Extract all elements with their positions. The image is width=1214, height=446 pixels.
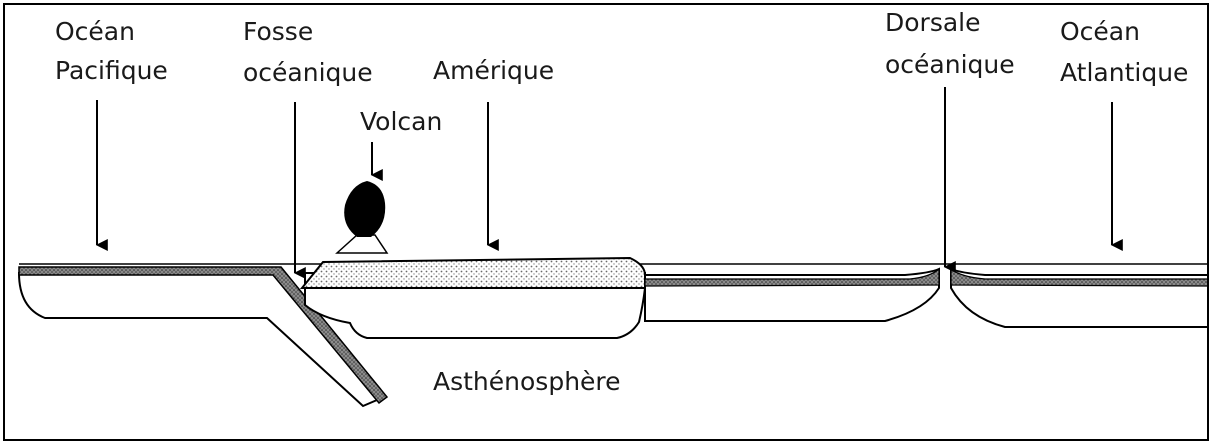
- atlantic-plate-west: [645, 269, 939, 321]
- volcano-plume: [344, 181, 385, 237]
- label-ocean-atlantique-line2: Atlantique: [1060, 58, 1188, 87]
- label-fosse-oceanique-line2: océanique: [243, 58, 373, 87]
- plate-tectonics-diagram: Océan Pacifique Fosse océanique Amérique…: [5, 5, 1209, 441]
- label-volcan: Volcan: [360, 107, 442, 136]
- label-fosse-oceanique-line1: Fosse: [243, 17, 313, 46]
- atlantic-plate-east: [951, 269, 1209, 327]
- label-ocean-pacifique-line1: Océan: [55, 17, 135, 46]
- label-ocean-atlantique-line1: Océan: [1060, 17, 1140, 46]
- label-dorsale-oceanique-line1: Dorsale: [885, 8, 981, 37]
- label-amerique: Amérique: [433, 56, 554, 85]
- label-ocean-pacifique-line2: Pacifique: [55, 56, 168, 85]
- diagram-frame: Océan Pacifique Fosse océanique Amérique…: [3, 3, 1209, 441]
- label-asthenosphere: Asthénosphère: [433, 367, 621, 396]
- volcano-cone: [337, 235, 387, 253]
- american-crust: [302, 258, 645, 288]
- label-dorsale-oceanique-line2: océanique: [885, 50, 1015, 79]
